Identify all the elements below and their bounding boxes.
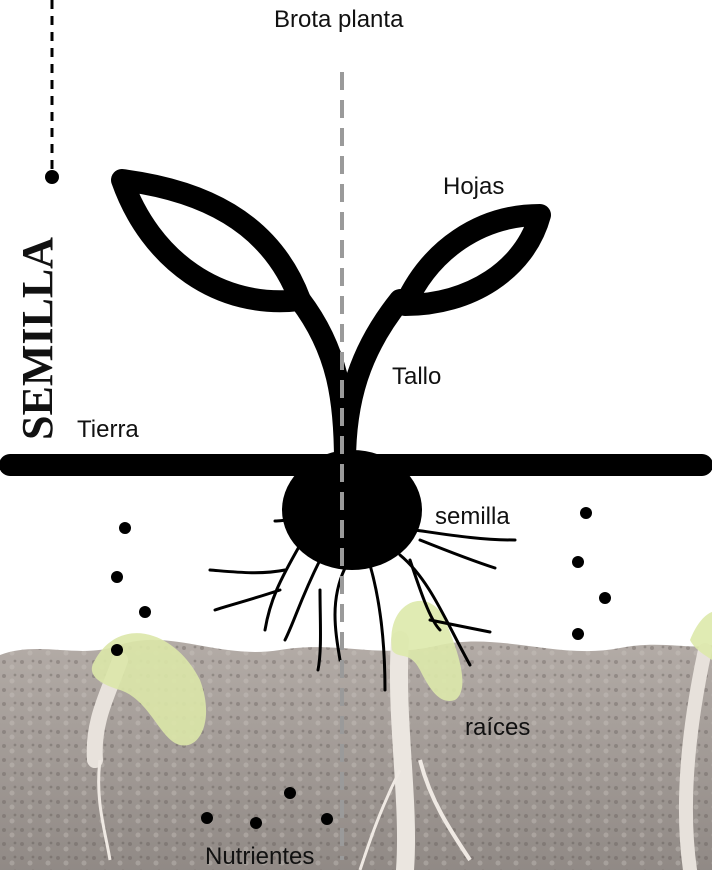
nutrient-dot — [111, 571, 123, 583]
root — [400, 555, 470, 665]
nutrient-dot — [119, 522, 131, 534]
root — [370, 565, 385, 690]
nutrient-dot — [250, 817, 262, 829]
vertical-title-semilla: SEMILLA — [12, 237, 63, 440]
label-nutrients: Nutrientes — [205, 843, 314, 870]
nutrient-dot — [139, 606, 151, 618]
label-stem: Tallo — [392, 363, 441, 391]
guide-endpoint-dot — [45, 170, 59, 184]
label-roots: raíces — [465, 714, 530, 742]
leaf-right — [405, 215, 540, 305]
diagram-title: Brota planta — [274, 6, 403, 34]
nutrient-dot — [572, 628, 584, 640]
nutrient-dot — [111, 644, 123, 656]
label-leaves: Hojas — [443, 173, 504, 201]
nutrient-dot — [599, 592, 611, 604]
nutrient-dot — [321, 813, 333, 825]
nutrient-dot — [284, 787, 296, 799]
root — [415, 530, 515, 540]
root — [210, 570, 285, 573]
nutrient-dot — [580, 507, 592, 519]
leaf-left — [122, 180, 300, 301]
root — [420, 540, 495, 568]
seed — [282, 450, 422, 570]
root — [285, 560, 320, 640]
root — [410, 560, 440, 630]
root — [275, 520, 290, 521]
nutrient-dot — [572, 556, 584, 568]
nutrient-dot — [201, 812, 213, 824]
root — [318, 590, 321, 670]
label-seed: semilla — [435, 503, 510, 531]
label-soil: Tierra — [77, 416, 139, 444]
